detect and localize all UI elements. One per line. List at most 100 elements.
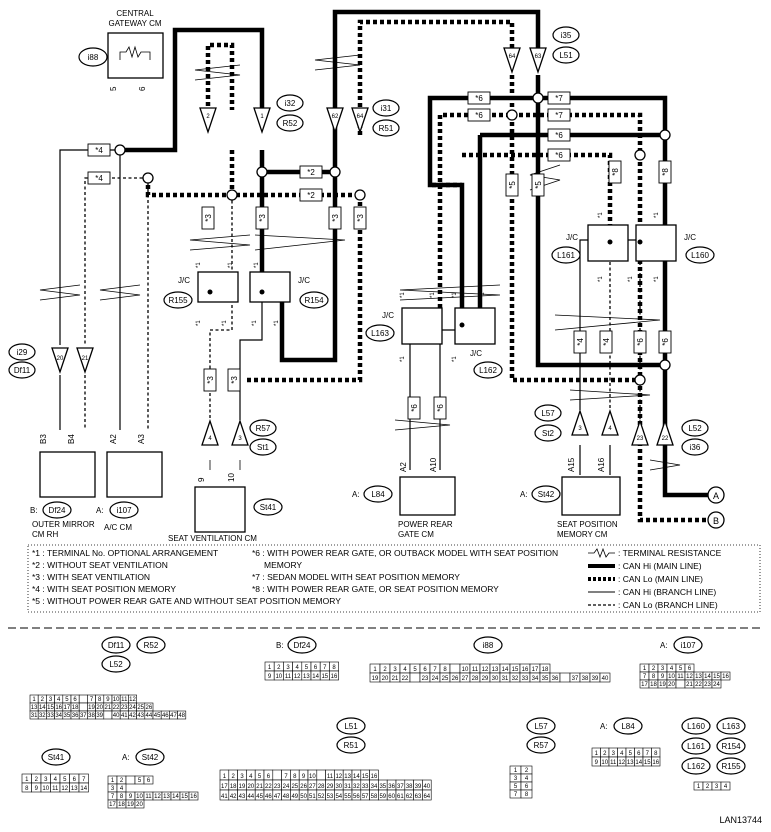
svg-text:*4: *4: [602, 338, 611, 346]
connector-pin-number: 4: [403, 667, 407, 673]
svg-text:R155: R155: [721, 762, 741, 771]
connector-pin-number: 24: [432, 676, 439, 682]
connector-pin-number: 10: [136, 794, 143, 800]
gateway-box: [107, 32, 164, 79]
svg-text:A:: A:: [600, 722, 608, 731]
svg-text:J/C: J/C: [470, 349, 482, 358]
connector-pin-number: 4: [296, 665, 300, 671]
connector-pin-number: 2: [120, 778, 124, 784]
svg-text:CM RH: CM RH: [32, 530, 58, 539]
connector-pin-number: 3: [661, 666, 665, 672]
connector-pin-number: 2: [35, 777, 39, 783]
connector-pin-number: 4: [57, 697, 61, 703]
connector-pin-number: 1: [595, 751, 599, 757]
connector-pin: [651, 756, 661, 767]
connector-pin-number: 8: [443, 667, 447, 673]
svg-text:*6: *6: [636, 338, 645, 346]
svg-text:B3: B3: [39, 434, 48, 444]
connector-pin-number: 31: [31, 713, 38, 719]
connector-pin-number: 39: [592, 676, 599, 682]
connector-pin-number: 19: [372, 676, 379, 682]
connector-pin-number: 25: [137, 705, 144, 711]
connector-pin-number: 26: [300, 784, 307, 790]
svg-text:i88: i88: [483, 641, 494, 650]
svg-text:R154: R154: [304, 296, 324, 305]
connector-pin: [316, 769, 326, 781]
svg-text:L163: L163: [371, 329, 389, 338]
svg-text:L161: L161: [557, 251, 575, 260]
svg-text:*6: *6: [555, 151, 563, 160]
svg-text:i35: i35: [561, 31, 572, 40]
svg-text:A:: A:: [520, 490, 528, 499]
svg-text:i107: i107: [116, 506, 132, 515]
connector-pin-number: 15: [644, 760, 651, 766]
connector-pin-number: 64: [423, 794, 430, 800]
connector-labels: Df11 R52 L52 B: Df24 i88 A: i107 St41 A:…: [41, 636, 746, 775]
connector-pin-number: 4: [54, 777, 58, 783]
connector-pin-number: 12: [154, 794, 161, 800]
connector-pin-number: 17: [221, 784, 228, 790]
connector-pin-number: 44: [146, 713, 153, 719]
connector-pin-number: 10: [309, 774, 316, 780]
svg-text:J/C: J/C: [566, 233, 578, 242]
svg-text:B:: B:: [276, 641, 284, 650]
connector-pin-number: 5: [65, 697, 69, 703]
connector-pin-number: 14: [80, 786, 87, 792]
svg-text:St42: St42: [142, 753, 159, 762]
svg-text:*2: *2: [307, 168, 315, 177]
svg-text:B4: B4: [67, 434, 76, 444]
connector-pin-number: 60: [388, 794, 395, 800]
connector-pin-number: 13: [344, 774, 351, 780]
connector-pin-number: 5: [305, 665, 309, 671]
figure-id: LAN13744: [719, 815, 762, 825]
connector-pin-number: 1: [643, 666, 647, 672]
connector-pin-number: 23: [274, 784, 281, 790]
connector-pin-number: 24: [283, 784, 290, 790]
svg-text:R155: R155: [168, 296, 188, 305]
connector-pin-number: 48: [283, 794, 290, 800]
connector-pin-number: 48: [178, 713, 185, 719]
connector-pin-number: 5: [258, 774, 262, 780]
connector-pin-number: 15: [47, 705, 54, 711]
connector-pin-number: 3: [240, 774, 244, 780]
connector-pin-number: 5: [413, 667, 417, 673]
module-power-rear-gate: A2 A10 A: L84 POWER REAR GATE CM: [352, 457, 456, 539]
connector-pin-number: 10: [668, 674, 675, 680]
note-5: *5 : WITHOUT POWER REAR GATE AND WITHOUT…: [32, 596, 341, 606]
svg-text:*1: *1: [228, 262, 234, 268]
svg-text:R57: R57: [534, 741, 549, 750]
svg-text:*1: *1: [452, 356, 458, 362]
connector-pin-number: 33: [362, 784, 369, 790]
svg-text:: CAN Hi (MAIN LINE): : CAN Hi (MAIN LINE): [618, 561, 702, 571]
svg-text:: TERMINAL RESISTANCE: : TERMINAL RESISTANCE: [618, 548, 722, 558]
connector-pin-number: 52: [318, 794, 325, 800]
connector-pin-number: 8: [332, 665, 336, 671]
optional-arrangement-marks: *1 *1 *1 *1 *1 *1 *1 *1 *1 *1 *1 *1 *1 *…: [196, 212, 660, 362]
svg-text:J/C: J/C: [178, 276, 190, 285]
connector-pin-number: 21: [686, 682, 693, 688]
connector-pin-number: 11: [610, 760, 617, 766]
connector-pin-number: 10: [42, 786, 49, 792]
svg-text:St42: St42: [538, 490, 555, 499]
connector-pin-number: 1: [268, 665, 272, 671]
connector-pin-number: 6: [525, 784, 529, 790]
svg-text:J/C: J/C: [684, 233, 696, 242]
connector-pin: [272, 769, 282, 781]
svg-text:: CAN Lo (BRANCH LINE): : CAN Lo (BRANCH LINE): [618, 600, 718, 610]
connector-pin-number: 11: [677, 674, 684, 680]
connector-pin-number: 18: [230, 784, 237, 790]
connector-pin-number: 7: [284, 774, 288, 780]
note-1: *1 : TERMINAL No. OPTIONAL ARRANGEMENT: [32, 548, 218, 558]
svg-text:64: 64: [509, 54, 516, 60]
svg-text:1: 1: [260, 114, 264, 120]
svg-text:i29: i29: [17, 348, 28, 357]
connector-pin-number: 13: [71, 786, 78, 792]
connector-pin: [711, 679, 722, 689]
connector-pin-number: 42: [230, 794, 237, 800]
svg-text:Df24: Df24: [49, 506, 66, 515]
connector-pin-number: 18: [542, 667, 549, 673]
connector-pin-number: 12: [61, 786, 68, 792]
svg-text:*1: *1: [196, 320, 202, 326]
